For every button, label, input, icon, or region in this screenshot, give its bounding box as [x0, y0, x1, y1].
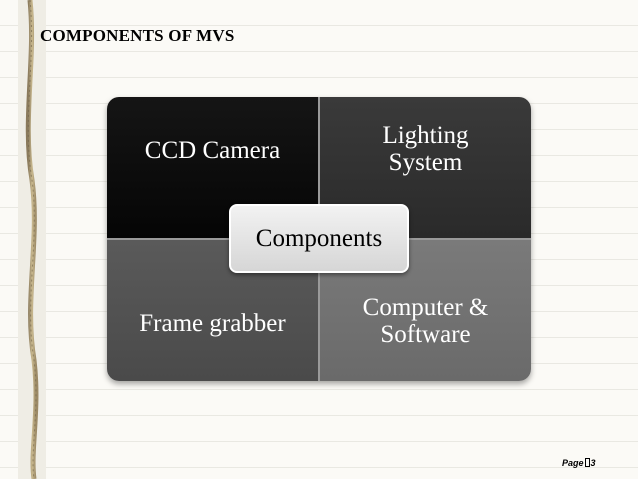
quadrant-label: Lighting System — [382, 122, 469, 176]
box-glyph-icon — [584, 458, 590, 467]
page-number: Page 3 — [562, 458, 596, 468]
notebook-spine-decoration — [18, 0, 46, 479]
quadrant-label: CCD Camera — [144, 137, 281, 164]
quadrant-label: Frame grabber — [139, 310, 286, 337]
quadrant-label: Computer & Software — [362, 294, 489, 348]
center-components-box: Components — [229, 204, 409, 273]
slide-title: COMPONENTS OF MVS — [40, 26, 235, 45]
page-label: Page — [562, 458, 584, 468]
page-number-value: 3 — [590, 458, 596, 468]
center-label: Components — [255, 224, 383, 252]
